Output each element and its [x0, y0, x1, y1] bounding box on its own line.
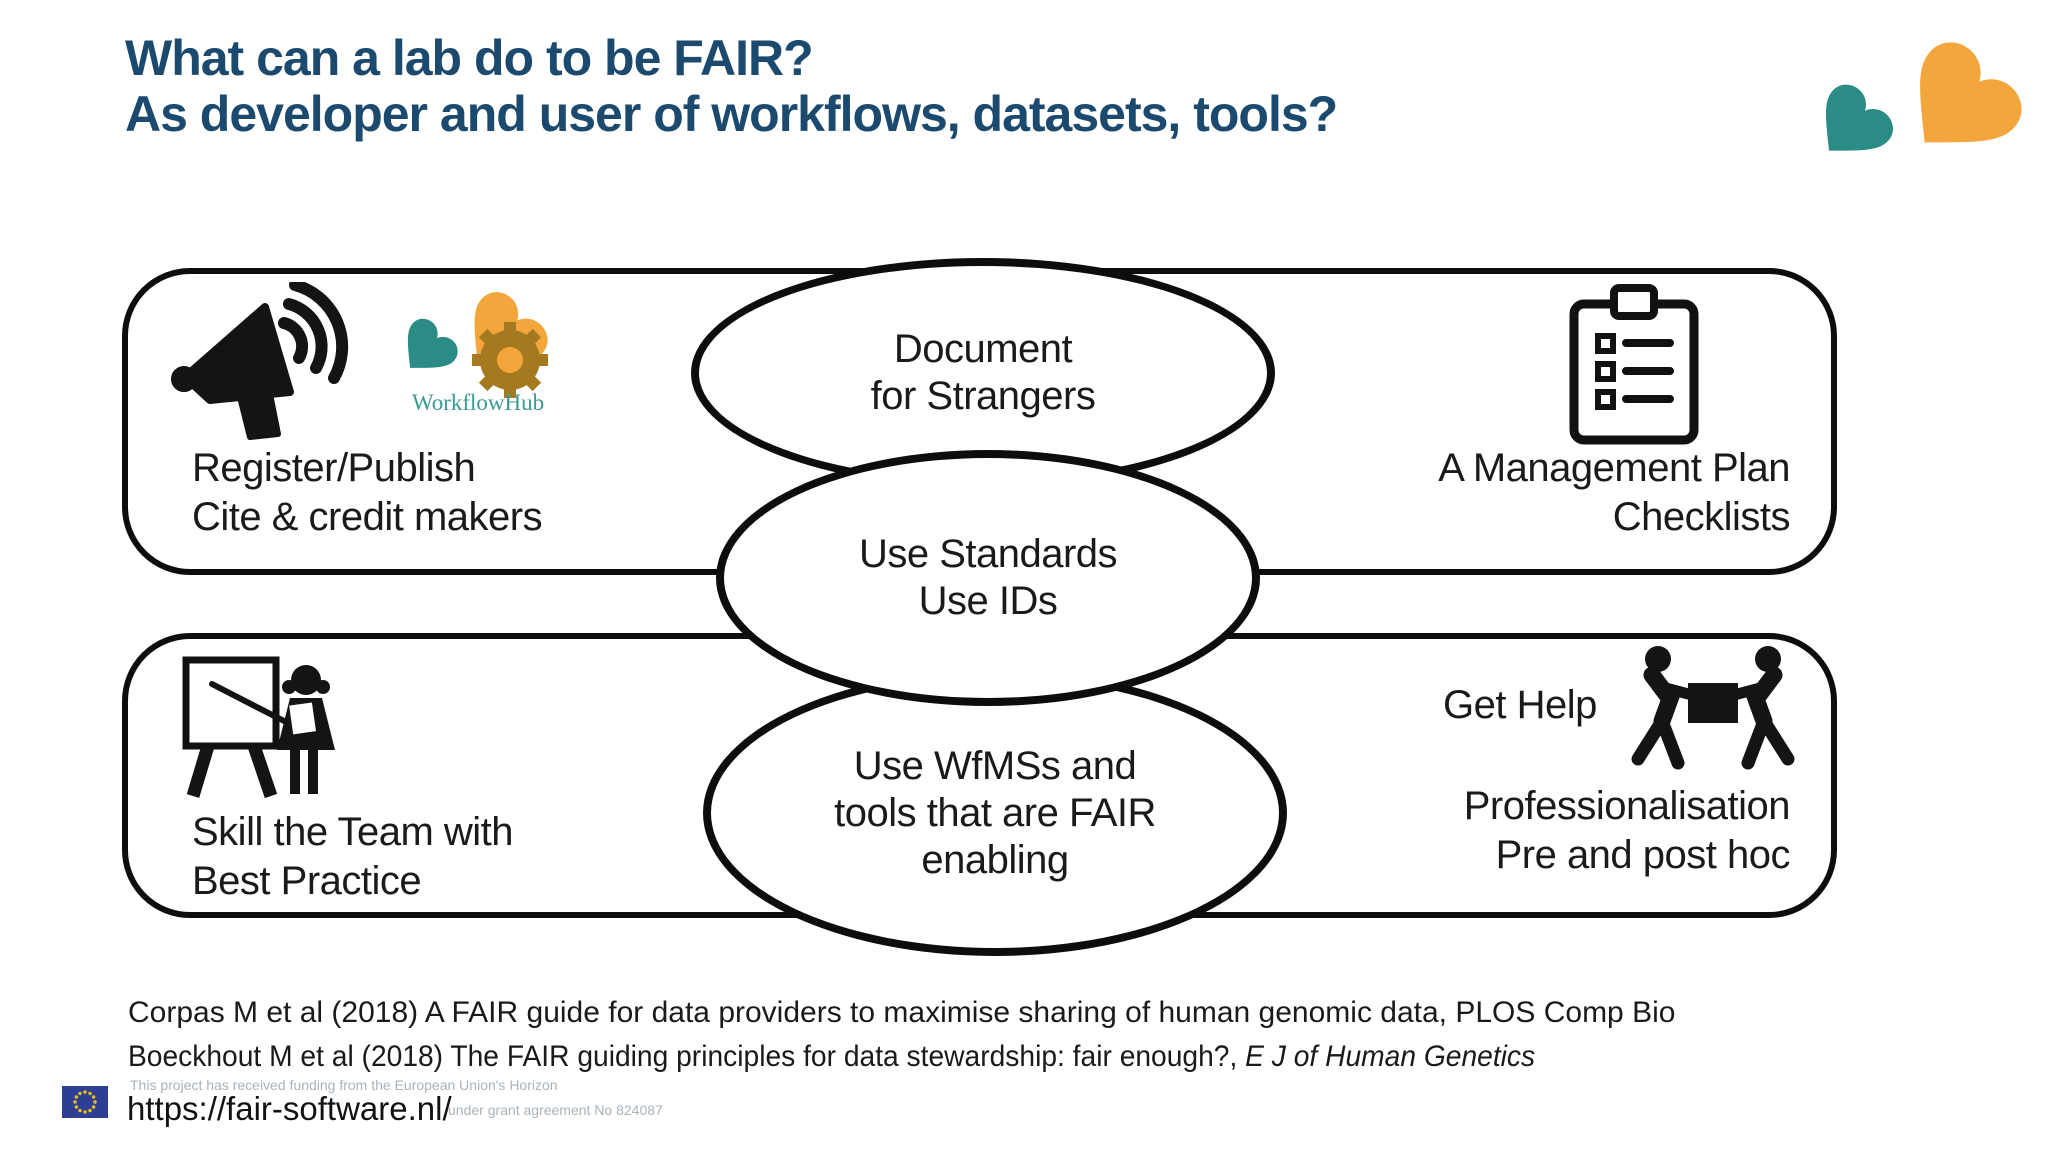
ellipse-bot-line3: enabling: [921, 837, 1069, 882]
fair-software-url: https://fair-software.nl/: [127, 1090, 452, 1127]
title-line1: What can a lab do to be FAIR?: [125, 30, 814, 86]
ellipse-mid-line2: Use IDs: [918, 579, 1058, 623]
ellipse-top-line1: Document: [893, 327, 1073, 371]
register-line2: Cite & credit makers: [192, 495, 543, 539]
citation-boeckhout: Boeckhout M et al (2018) The FAIR guidin…: [128, 1040, 1535, 1074]
eu-flag-icon: [62, 1086, 108, 1118]
get-help-label: Get Help: [1443, 683, 1597, 727]
use-wfms-ellipse: Use WfMSs and tools that are FAIR enabli…: [703, 670, 1287, 956]
management-line1: A Management Plan: [1438, 446, 1790, 490]
management-line2: Checklists: [1612, 495, 1791, 539]
register-publish-text: Register/Publish Cite & credit makers: [192, 444, 543, 542]
professionalisation-text: Professionalisation Pre and post hoc: [1463, 782, 1791, 880]
workflowhub-label: WorkflowHub: [412, 390, 544, 415]
skill-team-text: Skill the Team with Best Practice: [192, 808, 514, 906]
help-line2: Pre and post hoc: [1495, 833, 1791, 877]
teal-heart-icon: [1825, 84, 1893, 151]
document-for-strangers-ellipse: Document for Strangers: [691, 258, 1275, 488]
funding-statement-line2: under grant agreement No 824087: [448, 1102, 663, 1118]
teal-orange-hearts-logo: [1825, 42, 2022, 151]
workflowhub-logo: WorkflowHub: [407, 292, 548, 415]
citation-boeckhout-journal: E J of Human Genetics: [1245, 1040, 1536, 1073]
clipboard-checklist-icon: [1569, 284, 1699, 445]
ellipse-bot-line1: Use WfMSs and: [853, 743, 1137, 788]
ellipse-top-line2: for Strangers: [870, 374, 1096, 418]
title-line2: As developer and user of workflows, data…: [125, 86, 1338, 142]
register-line1: Register/Publish: [192, 446, 476, 490]
megaphone-icon: [171, 282, 349, 440]
skill-line2: Best Practice: [192, 859, 422, 903]
ellipse-mid-line1: Use Standards: [858, 532, 1118, 576]
page-title: What can a lab do to be FAIR? As develop…: [125, 30, 1338, 142]
citation-corpas: Corpas M et al (2018) A FAIR guide for d…: [128, 996, 1676, 1029]
use-standards-ellipse: Use Standards Use IDs: [716, 450, 1260, 706]
two-people-carrying-box-icon: [1631, 646, 1795, 770]
gear-icon: [472, 322, 548, 398]
skill-line1: Skill the Team with: [192, 810, 514, 854]
management-plan-text: A Management Plan Checklists: [1438, 444, 1790, 542]
orange-heart-icon: [1920, 42, 2022, 143]
citation-boeckhout-text: Boeckhout M et al (2018) The FAIR guidin…: [128, 1040, 1246, 1073]
workflowhub-teal-heart-icon: [407, 318, 458, 368]
help-line1: Professionalisation: [1463, 784, 1791, 828]
ellipse-bot-line2: tools that are FAIR: [834, 790, 1156, 835]
trainer-at-whiteboard-icon: [182, 656, 335, 799]
funding-statement-line1: This project has received funding from t…: [130, 1077, 558, 1093]
